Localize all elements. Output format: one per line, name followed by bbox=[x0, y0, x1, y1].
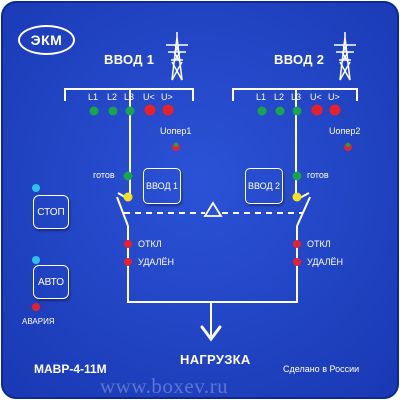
input-1-button[interactable]: ВВОД 1 bbox=[143, 168, 181, 204]
phase-label-umore-input1: U> bbox=[161, 92, 173, 102]
load-label: НАГРУЗКА bbox=[180, 352, 251, 367]
led-umore-input2 bbox=[329, 104, 341, 116]
led-removed-2 bbox=[293, 258, 301, 266]
uoper2-label: Uопер2 bbox=[329, 126, 361, 136]
auto-button[interactable]: АВТО bbox=[33, 265, 69, 299]
off-label-1: ОТКЛ bbox=[138, 239, 162, 249]
led-uoper2-green bbox=[345, 142, 351, 148]
led-l2-input2 bbox=[275, 106, 285, 116]
watermark-text: www.boxev.ru bbox=[100, 374, 229, 398]
led-l1-input1 bbox=[89, 106, 99, 116]
led-l2-input1 bbox=[108, 106, 118, 116]
led-ready-1 bbox=[123, 171, 133, 181]
load-arrow-icon bbox=[200, 325, 222, 342]
alarm-label: АВАРИЯ bbox=[22, 317, 55, 326]
led-removed-1 bbox=[124, 258, 132, 266]
input-1-title: ВВОД 1 bbox=[104, 52, 155, 67]
logo-text: ЭКМ bbox=[30, 32, 63, 48]
input-2-button[interactable]: ВВОД 2 bbox=[245, 168, 283, 204]
led-off-2 bbox=[293, 240, 301, 248]
led-alarm bbox=[32, 303, 40, 311]
led-auto bbox=[32, 256, 40, 264]
phase-label-l1-input2: L1 bbox=[256, 92, 267, 102]
made-in-label: Сделано в России bbox=[283, 364, 360, 374]
led-uless-input2 bbox=[311, 104, 323, 116]
led-l3-input2 bbox=[292, 106, 302, 116]
led-umore-input1 bbox=[162, 104, 174, 116]
phase-label-umore-input2: U> bbox=[328, 92, 340, 102]
ready-label-2: готов bbox=[307, 170, 329, 180]
led-uless-input1 bbox=[144, 104, 156, 116]
interlock-triangle-icon bbox=[203, 201, 223, 217]
phase-label-l1-input1: L1 bbox=[88, 92, 99, 102]
removed-label-2: УДАЛЁН bbox=[307, 257, 344, 267]
ekm-logo: ЭКМ bbox=[18, 25, 75, 55]
led-yellow-1 bbox=[123, 192, 133, 202]
led-ready-2 bbox=[292, 171, 302, 181]
led-uoper1-green bbox=[173, 142, 179, 148]
power-tower-icon bbox=[166, 32, 188, 81]
phase-label-l2-input2: L2 bbox=[274, 92, 285, 102]
phase-label-l2-input1: L2 bbox=[107, 92, 118, 102]
led-off-1 bbox=[124, 240, 132, 248]
stop-button[interactable]: СТОП bbox=[33, 195, 69, 229]
phase-label-l3-input1: L3 bbox=[124, 92, 135, 102]
power-tower-icon bbox=[334, 32, 356, 81]
led-stop bbox=[32, 184, 40, 192]
uoper1-label: Uопер1 bbox=[160, 126, 192, 136]
removed-label-1: УДАЛЁН bbox=[138, 257, 175, 267]
led-l3-input1 bbox=[125, 106, 135, 116]
input-2-title: ВВОД 2 bbox=[274, 52, 325, 67]
led-l1-input2 bbox=[257, 106, 267, 116]
led-yellow-2 bbox=[292, 192, 302, 202]
phase-label-l3-input2: L3 bbox=[291, 92, 302, 102]
off-label-2: ОТКЛ bbox=[307, 239, 331, 249]
phase-label-uless-input2: U< bbox=[310, 92, 322, 102]
model-label: МАВР-4-11М bbox=[34, 362, 107, 376]
phase-label-uless-input1: U< bbox=[143, 92, 155, 102]
ready-label-1: готов bbox=[93, 170, 115, 180]
